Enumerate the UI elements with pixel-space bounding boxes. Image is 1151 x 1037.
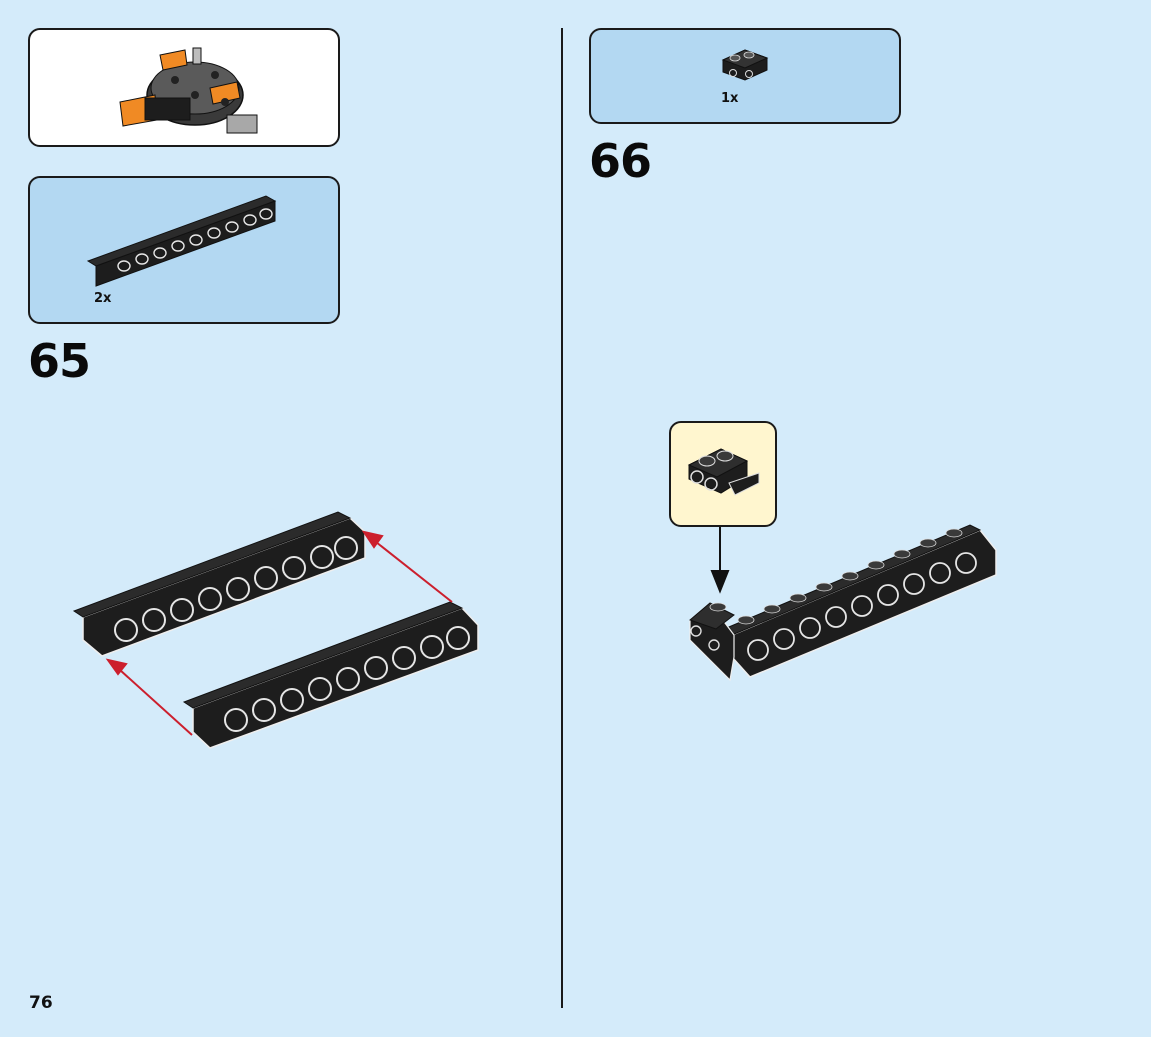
column-divider [561, 28, 563, 1008]
part-quantity: 2x [94, 291, 112, 306]
part-callout [669, 421, 777, 527]
parts-list-box-step-65: 2x [28, 176, 340, 324]
placement-arrow [710, 527, 730, 594]
part-quantity: 1x [721, 91, 739, 106]
step-number-66: 66 [589, 134, 652, 188]
page-number: 76 [29, 993, 53, 1013]
submodel-preview-box [28, 28, 340, 147]
step-65-illustration [72, 511, 479, 749]
bracket-part-image [687, 448, 760, 496]
bracket-part-image [721, 49, 769, 81]
assembled-submodel-image [119, 47, 258, 134]
technic-brick-1x10-part-image [86, 195, 277, 287]
step-66-illustration [689, 524, 997, 682]
step-number-65: 65 [28, 334, 91, 388]
parts-list-box-step-66: 1x [589, 28, 901, 124]
